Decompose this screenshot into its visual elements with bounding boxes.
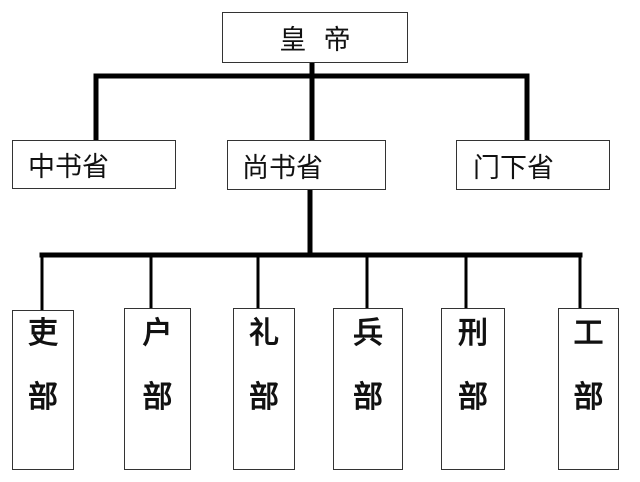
menxia-box: 门下省 (456, 140, 610, 190)
ministry-char: 部 (353, 380, 383, 415)
ministry-char: 兵 (353, 316, 383, 351)
ministry-box: 工 部 (558, 308, 619, 470)
zhongshu-label: 中书省 (28, 152, 109, 183)
ministry-char: 部 (249, 380, 279, 415)
shangshu-box: 尚书省 (227, 140, 386, 190)
emperor-box: 皇 帝 (222, 12, 408, 63)
ministry-box: 吏 部 (12, 310, 74, 470)
zhongshu-box: 中书省 (12, 140, 176, 189)
ministry-char: 礼 (249, 316, 279, 351)
ministry-box: 礼 部 (233, 308, 295, 470)
ministry-box: 刑 部 (441, 308, 505, 470)
ministry-char: 刑 (458, 316, 488, 351)
ministry-char: 户 (142, 316, 173, 351)
menxia-label: 门下省 (473, 152, 554, 184)
ministry-char: 部 (142, 380, 173, 415)
ministry-char: 工 (573, 316, 604, 351)
ministry-char: 部 (573, 380, 604, 415)
ministry-char: 吏 (28, 316, 58, 351)
ministry-box: 户 部 (124, 308, 191, 470)
emperor-label: 皇 帝 (279, 25, 351, 56)
ministry-char: 部 (458, 380, 488, 415)
ministry-char: 部 (28, 380, 58, 415)
shangshu-label: 尚书省 (242, 152, 323, 184)
ministry-box: 兵 部 (333, 308, 403, 470)
